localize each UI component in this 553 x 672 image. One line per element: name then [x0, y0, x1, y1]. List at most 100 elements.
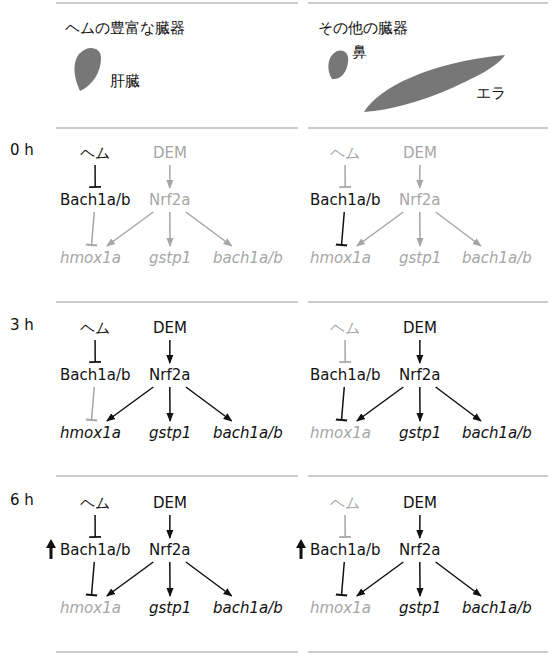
gene-label: gstp1 — [396, 598, 444, 618]
inhibition-line — [92, 212, 95, 245]
node-text: Bach1a/b — [310, 366, 381, 384]
node-text: hmox1a — [60, 599, 121, 617]
gene-label: bach1a/b — [210, 598, 286, 618]
label-text: 6 h — [10, 491, 34, 509]
label-text: 肝臓 — [110, 72, 140, 90]
label-text: その他の臓器 — [318, 19, 408, 37]
time-label: 0 h — [10, 141, 34, 159]
node-text: DEM — [153, 144, 187, 162]
gene-label: bach1a/b — [210, 423, 286, 443]
activation-arrow — [436, 387, 481, 421]
activator-label: Nrf2a — [396, 540, 443, 560]
rule — [56, 2, 298, 3]
node-text: bach1a/b — [462, 424, 532, 442]
inhibition-line — [344, 165, 346, 187]
gene-label: bach1a/b — [459, 248, 535, 268]
gill-shape — [364, 55, 505, 112]
activator-label: Nrf2a — [146, 190, 193, 210]
node-text: DEM — [153, 494, 187, 512]
repressor-label: Bach1a/b — [57, 190, 134, 210]
node-text: Nrf2a — [149, 366, 190, 384]
node-text: ヘム — [80, 319, 110, 337]
node-text: Nrf2a — [149, 541, 190, 559]
label-text: エラ — [476, 84, 506, 102]
node-text: ヘム — [330, 144, 360, 162]
node-text: gstp1 — [399, 249, 441, 267]
node-text: Nrf2a — [149, 191, 190, 209]
activation-arrow — [169, 562, 171, 596]
activation-arrow — [436, 562, 481, 596]
activation-arrow — [419, 515, 421, 538]
gene-label: gstp1 — [146, 423, 194, 443]
label-text: ヘムの豊富な臓器 — [65, 19, 185, 37]
heme-label: ヘム — [77, 493, 113, 513]
node-text: gstp1 — [399, 599, 441, 617]
node-text: DEM — [403, 319, 437, 337]
heme-label: ヘム — [327, 143, 363, 163]
node-text: gstp1 — [149, 249, 191, 267]
activator-label: Nrf2a — [396, 365, 443, 385]
node-text: bach1a/b — [213, 249, 283, 267]
activation-arrow — [357, 562, 403, 596]
rule — [56, 301, 298, 302]
node-text: gstp1 — [149, 424, 191, 442]
increase-arrow — [46, 539, 56, 559]
stressor-label: DEM — [150, 493, 190, 513]
gene-label: hmox1a — [307, 248, 374, 268]
rule — [56, 127, 298, 128]
organ-label: エラ — [476, 84, 506, 102]
node-text: ヘム — [330, 494, 360, 512]
column-heading: その他の臓器 — [318, 19, 408, 37]
activation-arrow — [186, 387, 232, 421]
activation-arrow — [419, 340, 421, 363]
heme-label: ヘム — [77, 143, 113, 163]
increase-arrow-head — [296, 539, 306, 548]
gene-label: bach1a/b — [210, 248, 286, 268]
stressor-label: DEM — [400, 143, 440, 163]
repressor-label: Bach1a/b — [307, 365, 384, 385]
activation-arrow — [107, 387, 153, 421]
gene-label: hmox1a — [307, 598, 374, 618]
inhibition-line — [342, 387, 345, 420]
activator-label: Nrf2a — [146, 540, 193, 560]
label-text: 0 h — [10, 141, 34, 159]
inhibition-line — [94, 165, 96, 187]
heme-label: ヘム — [327, 493, 363, 513]
inhibition-line — [94, 515, 96, 537]
gene-label: hmox1a — [57, 598, 124, 618]
gene-label: gstp1 — [146, 598, 194, 618]
increase-arrow — [296, 539, 306, 559]
repressor-label: Bach1a/b — [307, 190, 384, 210]
repressor-label: Bach1a/b — [57, 365, 134, 385]
node-text: Nrf2a — [399, 191, 440, 209]
stressor-label: DEM — [150, 143, 190, 163]
activation-arrow — [186, 562, 232, 596]
node-text: hmox1a — [60, 424, 121, 442]
stressor-label: DEM — [150, 318, 190, 338]
gene-label: gstp1 — [396, 423, 444, 443]
activation-arrow — [169, 340, 171, 363]
gene-label: hmox1a — [57, 248, 124, 268]
time-label: 6 h — [10, 491, 34, 509]
activation-arrow — [107, 212, 153, 246]
node-text: gstp1 — [149, 599, 191, 617]
rule — [308, 651, 548, 652]
activation-arrow — [169, 515, 171, 538]
activator-label: Nrf2a — [396, 190, 443, 210]
node-text: bach1a/b — [213, 599, 283, 617]
heme-label: ヘム — [77, 318, 113, 338]
node-text: gstp1 — [399, 424, 441, 442]
rule — [56, 651, 298, 652]
rule — [56, 475, 298, 476]
increase-arrow-head — [46, 539, 56, 548]
activation-arrow — [107, 562, 153, 596]
node-text: Bach1a/b — [60, 541, 131, 559]
activation-arrow — [419, 562, 421, 596]
activation-arrow — [186, 212, 232, 246]
activation-arrow — [436, 212, 481, 246]
column-heading: ヘムの豊富な臓器 — [65, 19, 185, 37]
repressor-label: Bach1a/b — [57, 540, 134, 560]
gene-label: gstp1 — [146, 248, 194, 268]
inhibition-line — [344, 340, 346, 362]
